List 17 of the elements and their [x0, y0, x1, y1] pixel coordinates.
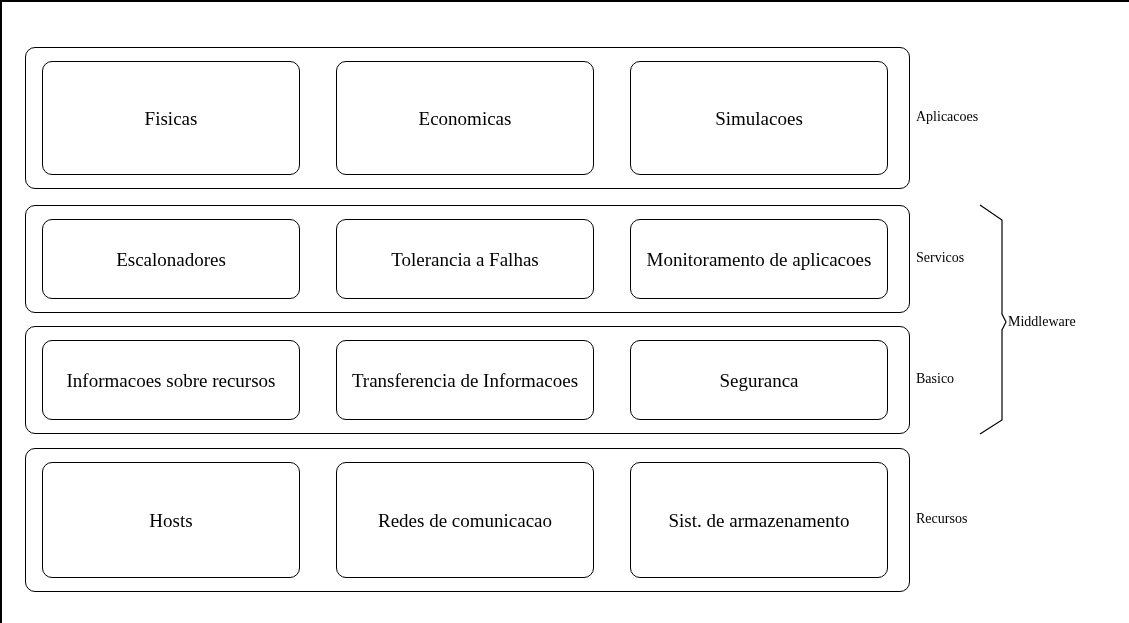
component-box: Hosts: [42, 462, 300, 578]
component-box: Escalonadores: [42, 219, 300, 299]
component-box: Informacoes sobre recursos: [42, 340, 300, 420]
component-box: Sist. de armazenamento: [630, 462, 888, 578]
group-label: Middleware: [1008, 314, 1076, 330]
component-box: Economicas: [336, 61, 594, 175]
component-box: Fisicas: [42, 61, 300, 175]
component-box: Seguranca: [630, 340, 888, 420]
component-box: Monitoramento de aplicacoes: [630, 219, 888, 299]
layer-label: Aplicacoes: [916, 109, 979, 125]
layer-label: Servicos: [916, 250, 965, 266]
component-box: Redes de comunicacao: [336, 462, 594, 578]
component-box: Tolerancia a Falhas: [336, 219, 594, 299]
component-box: Transferencia de Informacoes: [336, 340, 594, 420]
component-box: Simulacoes: [630, 61, 888, 175]
layer-label: Recursos: [916, 511, 968, 527]
layer-label: Basico: [916, 371, 955, 387]
